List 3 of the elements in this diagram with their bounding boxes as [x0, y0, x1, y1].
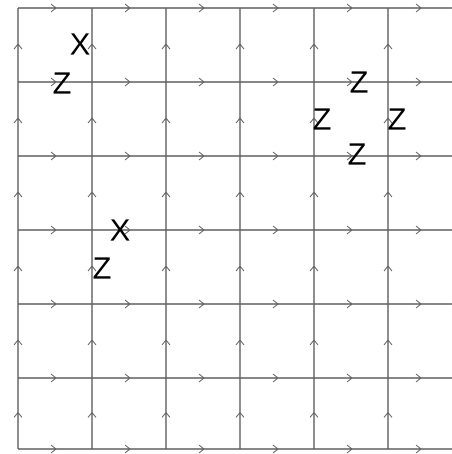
operator-label: Z	[388, 108, 406, 130]
operator-label: Z	[94, 257, 110, 279]
operator-label: X	[70, 33, 90, 55]
